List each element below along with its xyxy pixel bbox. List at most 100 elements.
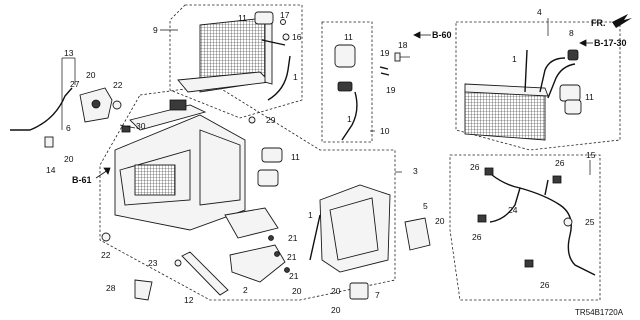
wire-harness-24 — [489, 174, 596, 276]
pipe-seal-group — [334, 44, 356, 92]
callout-11: 11 — [585, 92, 594, 102]
callout-11: 11 — [344, 32, 353, 42]
callout-14: 14 — [46, 165, 56, 175]
ref-b61: B-61 — [72, 175, 92, 185]
callout-29: 29 — [266, 115, 276, 125]
pipe-10 — [341, 91, 358, 141]
diagram-part-code: TR54B1720A — [575, 308, 624, 317]
callout-13: 13 — [64, 48, 74, 58]
callout-26: 26 — [472, 232, 482, 242]
callout-23: 23 — [148, 258, 158, 268]
callout-18: 18 — [398, 40, 408, 50]
callout-15: 15 — [586, 150, 596, 160]
callout-1: 1 — [308, 210, 313, 220]
pins-19 — [379, 66, 390, 76]
callout-27: 27 — [70, 79, 80, 89]
callout-28: 28 — [106, 283, 116, 293]
connector-26d — [524, 259, 534, 268]
clip-23 — [174, 259, 182, 267]
callout-20: 20 — [64, 154, 74, 164]
screw-21a — [268, 235, 274, 241]
callouts: 9 11 17 16 1 29 11 1 10 18 19 19 4 8 1 1… — [46, 7, 596, 315]
actuator-2 — [229, 244, 286, 283]
connector-26b — [552, 175, 562, 184]
callout-21: 21 — [288, 233, 298, 243]
callout-1: 1 — [512, 54, 517, 64]
bolt-17 — [280, 19, 286, 25]
callout-22: 22 — [113, 80, 123, 90]
heater-core-pipes — [539, 57, 576, 99]
callout-4: 4 — [537, 7, 542, 17]
callout-16: 16 — [292, 32, 302, 42]
callout-20: 20 — [331, 286, 341, 296]
callout-11: 11 — [291, 152, 300, 162]
seal-upper — [254, 11, 274, 25]
callout-20: 20 — [435, 216, 445, 226]
callout-21: 21 — [289, 271, 299, 281]
connector-26a — [484, 167, 494, 176]
callout-17: 17 — [280, 10, 290, 20]
reference-labels: B-60 B-17-30 B-61 — [72, 30, 627, 185]
callout-19: 19 — [386, 85, 396, 95]
heater-seal-11 — [559, 84, 582, 115]
duct-12 — [181, 251, 229, 296]
evaporator — [177, 17, 273, 93]
callout-8: 8 — [569, 28, 574, 38]
callout-20: 20 — [331, 305, 341, 315]
bracket-14 — [44, 136, 54, 148]
callout-5: 5 — [423, 201, 428, 211]
callout-20: 20 — [86, 70, 96, 80]
front-label: FR. — [591, 18, 606, 28]
pipe-group-outline — [321, 21, 373, 143]
bracket-28 — [134, 279, 153, 301]
ref-b60-arrow — [413, 31, 431, 39]
ref-b17-30: B-17-30 — [594, 38, 627, 48]
callout-20: 20 — [292, 286, 302, 296]
callout-3: 3 — [413, 166, 418, 176]
ref-b61-arrow — [95, 167, 111, 179]
callout-24: 24 — [508, 205, 518, 215]
ref-b17-30-arrow — [579, 39, 593, 47]
front-direction-indicator: FR. — [591, 14, 632, 28]
pipe-1-lower — [309, 214, 321, 261]
callout-6: 6 — [66, 123, 71, 133]
callout-10: 10 — [380, 126, 390, 136]
evaporator-group-outline — [169, 4, 303, 119]
clip-29 — [248, 116, 256, 124]
oring-16 — [282, 33, 290, 41]
callout-2: 2 — [243, 285, 248, 295]
callout-26: 26 — [540, 280, 550, 290]
callout-1: 1 — [347, 114, 352, 124]
bracket-5 — [404, 217, 431, 251]
heater-unit-housing — [114, 99, 246, 231]
callout-11: 11 — [238, 13, 247, 23]
evaporator-pipe — [261, 39, 291, 101]
heater-pipe-seal — [567, 49, 579, 61]
heater-unit-outline — [99, 84, 396, 301]
leader-lines — [61, 18, 591, 175]
ref-b60: B-60 — [432, 30, 452, 40]
callout-25: 25 — [585, 217, 595, 227]
callout-26: 26 — [470, 162, 480, 172]
callout-21: 21 — [287, 252, 297, 262]
front-arrow-icon — [612, 14, 632, 28]
blower-motor-6 — [79, 87, 113, 123]
side-seal-11 — [257, 147, 283, 187]
resistor-7 — [349, 282, 369, 300]
callout-26: 26 — [555, 158, 565, 168]
callout-19: 19 — [380, 48, 390, 58]
heater-core-group-outline — [455, 21, 621, 151]
heater-case-3 — [319, 184, 391, 273]
grommet-22a — [112, 100, 122, 110]
connector-26c — [477, 214, 487, 223]
grommet-22b — [101, 232, 111, 242]
callout-12: 12 — [184, 295, 194, 305]
heater-core — [464, 83, 549, 141]
bolt-18 — [394, 52, 410, 62]
motor-assy — [224, 207, 279, 239]
harness-group-outline — [449, 154, 601, 301]
screw-21c — [284, 267, 290, 273]
callout-22: 22 — [101, 250, 111, 260]
callout-30: 30 — [136, 121, 146, 131]
